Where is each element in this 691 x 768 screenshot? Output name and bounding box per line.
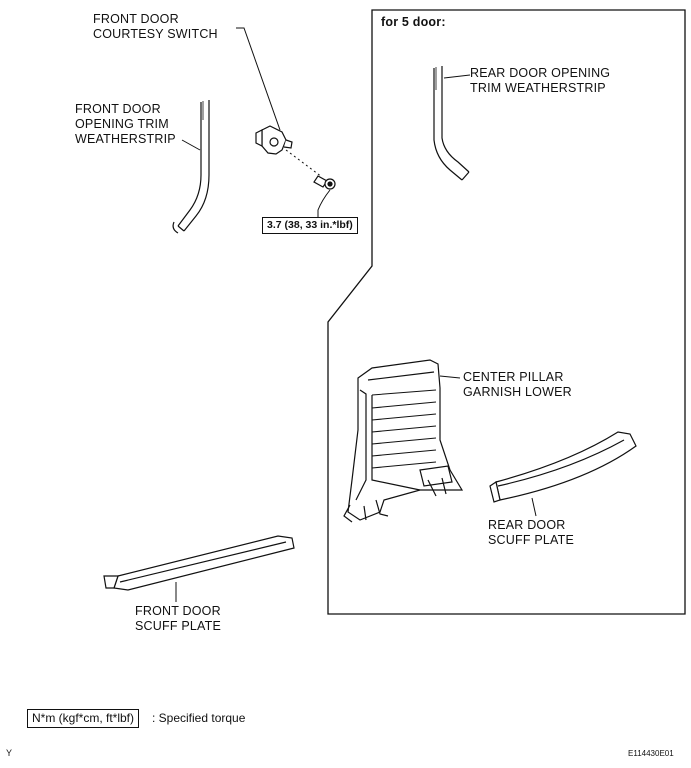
center-pillar-leader xyxy=(439,375,461,379)
label-center-pillar-garnish-lower: CENTER PILLAR GARNISH LOWER xyxy=(463,370,572,400)
label-front-door-courtesy-switch: FRONT DOOR COURTESY SWITCH xyxy=(93,12,218,42)
front-door-scuff-plate-part xyxy=(103,535,295,591)
corner-code: Y xyxy=(6,748,13,758)
torque-value-box: 3.7 (38, 33 in.*lbf) xyxy=(262,217,358,234)
courtesy-switch-part xyxy=(255,125,293,155)
inset-title: for 5 door: xyxy=(381,15,446,29)
rear-door-weatherstrip-part xyxy=(433,66,470,181)
bolt-part xyxy=(313,175,336,190)
legend-unit-box: N*m (kgf*cm, ft*lbf) xyxy=(27,709,140,728)
label-line: CENTER PILLAR xyxy=(463,370,564,384)
label-line: TRIM WEATHERSTRIP xyxy=(470,81,606,95)
label-line: COURTESY SWITCH xyxy=(93,27,218,41)
rear-weatherstrip-leader xyxy=(443,74,471,79)
label-front-door-scuff-plate: FRONT DOOR SCUFF PLATE xyxy=(135,604,221,634)
label-line: GARNISH LOWER xyxy=(463,385,572,399)
label-rear-door-opening-trim-weatherstrip: REAR DOOR OPENING TRIM WEATHERSTRIP xyxy=(470,66,610,96)
torque-leader xyxy=(317,189,331,217)
label-line: OPENING TRIM xyxy=(75,117,169,131)
label-line: REAR DOOR xyxy=(488,518,566,532)
front-weatherstrip-leader xyxy=(181,139,201,151)
rear-door-scuff-plate-part xyxy=(489,431,637,503)
label-line: REAR DOOR OPENING xyxy=(470,66,611,80)
label-line: WEATHERSTRIP xyxy=(75,132,176,146)
bolt-dash-line xyxy=(285,149,323,178)
label-line: FRONT DOOR xyxy=(135,604,221,618)
front-door-weatherstrip-part xyxy=(172,100,210,234)
courtesy-switch-leader xyxy=(236,27,281,131)
label-line: FRONT DOOR xyxy=(75,102,161,116)
label-line: SCUFF PLATE xyxy=(135,619,222,633)
label-rear-door-scuff-plate: REAR DOOR SCUFF PLATE xyxy=(488,518,574,548)
inset-frame xyxy=(327,9,686,615)
label-front-door-opening-trim-weatherstrip: FRONT DOOR OPENING TRIM WEATHERSTRIP xyxy=(75,102,176,147)
legend-description: : Specified torque xyxy=(152,711,246,725)
rear-scuff-leader xyxy=(531,497,537,517)
center-pillar-garnish-part xyxy=(343,359,464,523)
label-line: FRONT DOOR xyxy=(93,12,179,26)
figure-id: E114430E01 xyxy=(628,749,674,758)
label-line: SCUFF PLATE xyxy=(488,533,575,547)
